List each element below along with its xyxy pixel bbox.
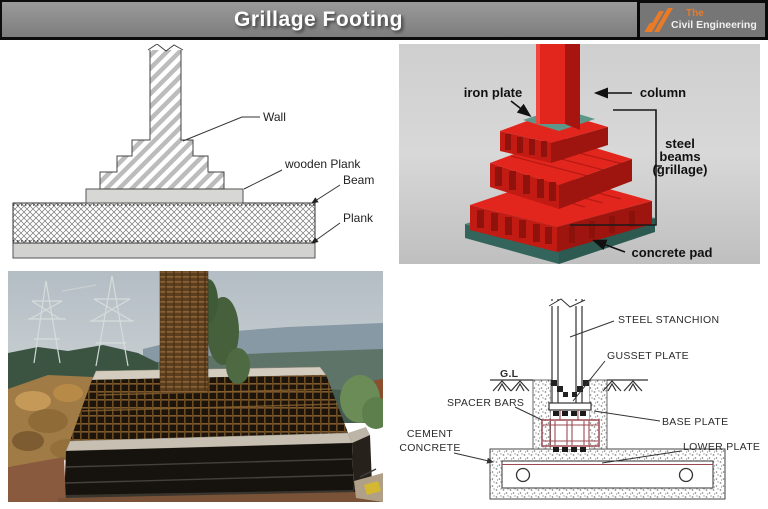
label-lower-plate: LOWER PLATE [683,441,760,453]
beam-layer [12,202,316,244]
leader-plank [311,222,341,244]
break-symbol [147,44,184,52]
leader-gusset-plate [572,360,606,402]
title-wrap: Grillage Footing [0,2,637,37]
break-symbol [548,298,586,308]
label-wooden-plank: wooden Plank [284,157,361,171]
panel-section-diagram: STEEL STANCHION GUSSET PLATE G.L SPACER … [390,271,768,508]
page-title: Grillage Footing [234,7,403,31]
logo-text: The Civil Engineering [671,9,757,31]
label-gusset-plate: GUSSET PLATE [607,350,689,362]
logo-name: Civil Engineering [671,18,757,31]
grillage-beams-section [541,410,600,447]
label-steel-beams-1: steel [665,136,695,151]
label-spacer-bars: SPACER BARS [447,397,524,409]
leader-wooden-plank [243,169,283,190]
tool-handle [359,468,377,478]
panel-photo [8,271,383,502]
wooden-plank [85,188,244,204]
label-concrete: CONCRETE [399,442,460,454]
leader-beam [311,184,341,204]
label-concrete-pad: concrete pad [632,245,713,260]
steel-column [536,44,580,130]
label-plank: Plank [343,211,374,225]
leader-base-plate [593,410,661,422]
lower-plate-hole-left [515,467,531,483]
panel-wall-diagram: Wall wooden Plank Beam Plank [6,44,382,262]
foreground-dirt-strip [58,492,383,502]
break-gap [550,301,584,306]
bush-right [362,397,383,429]
label-beam: Beam [343,173,374,187]
leader-spacer-bars [514,406,543,421]
label-cement: CEMENT [407,428,453,440]
brand-logo: The Civil Engineering [637,0,768,40]
arrow-iron-plate [510,100,532,117]
label-base-plate: BASE PLATE [662,416,728,428]
label-steel-beams-3: (grillage) [653,162,708,177]
panel-grillage-3d: iron plate column steel beams (grillage)… [399,44,760,264]
label-steel-beams-2: beams [659,149,700,164]
label-wall: Wall [263,110,286,124]
transmission-towers [28,275,134,367]
logo-the: The [686,8,704,20]
stepped-wall [99,45,225,190]
label-ground-level: G.L [500,368,519,380]
rebar-cage [159,271,209,394]
spacer-bars [553,411,586,452]
steel-beams-bracket [570,109,662,226]
leader-wall [182,116,260,142]
header-bar: Grillage Footing The Civil Engineering [0,0,768,40]
leader-steel-stanchion [569,320,615,338]
gusset-plate [551,380,589,397]
label-iron-plate: iron plate [464,85,523,100]
lower-plate [501,460,714,489]
bottom-plank [12,242,316,259]
formwork-box [64,366,372,502]
yellow-object [364,481,381,495]
label-column: column [640,85,686,100]
base-plate [548,402,592,411]
logo-slashes-icon [644,8,673,32]
leader-lower-plate [601,450,682,464]
lower-plate-hole-right [678,467,694,483]
ground-line [490,379,648,392]
leader-cement-concrete [453,452,494,464]
foreground-dirt-left [8,457,66,502]
arrow-concrete-pad [591,239,626,253]
label-steel-stanchion: STEEL STANCHION [618,314,719,326]
